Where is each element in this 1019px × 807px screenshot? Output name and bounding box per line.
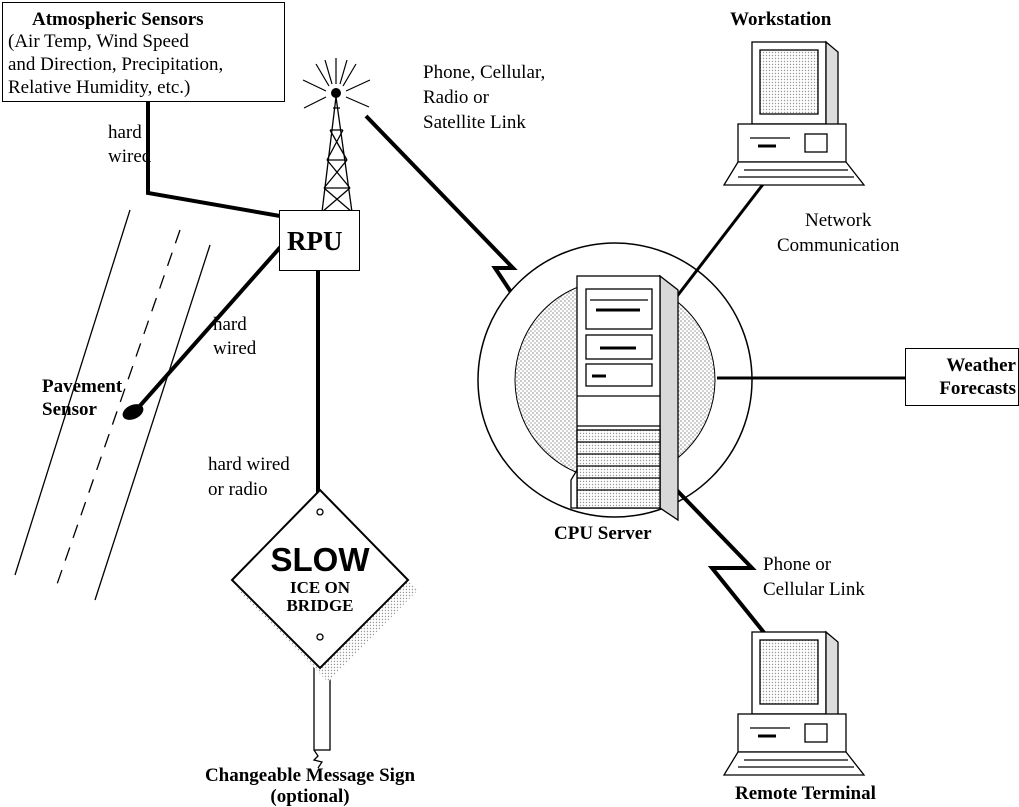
remote-link	[663, 476, 780, 652]
tower-link-label: Phone, Cellular, Radio or Satellite Link	[423, 62, 546, 133]
tower-beacon	[331, 88, 341, 98]
cpu-server-label: CPU Server	[554, 523, 652, 544]
workstation-icon	[722, 40, 866, 186]
sign-caption: Changeable Message Sign (optional)	[204, 765, 416, 807]
weather-forecasts-label: Weather Forecasts	[939, 355, 1016, 399]
atmospheric-sensors-details: (Air Temp, Wind Speed and Direction, Pre…	[8, 31, 224, 98]
road	[14, 209, 211, 601]
atmos-wire-label: hard wired	[108, 122, 152, 167]
remote-terminal-label: Remote Terminal	[735, 783, 876, 804]
sign-bridge-text: BRIDGE	[286, 596, 354, 615]
remote-link-label: Phone or Cellular Link	[763, 554, 865, 600]
sign-slow-text: SLOW	[270, 541, 370, 578]
weather-forecasts-box	[905, 348, 1019, 406]
atmospheric-sensors-title: Atmospheric Sensors	[32, 9, 204, 30]
atmospheric-sensors-box	[2, 2, 285, 102]
pavement-sensor-disc	[122, 404, 144, 420]
rpu-box	[279, 210, 360, 271]
cpu-server-icon	[570, 274, 679, 522]
sign-wire-label: hard wired or radio	[208, 454, 290, 500]
workstation-link	[666, 169, 776, 309]
tower-signal-rays	[302, 58, 371, 109]
sign-diamond	[230, 488, 410, 670]
pavement-sensor-label: Pavement Sensor	[42, 376, 123, 420]
sign-ice-on-text: ICE ON	[290, 578, 350, 597]
atmos-rpu-wire	[146, 100, 281, 218]
sign-bolt-bottom	[316, 633, 324, 641]
rpu-label: RPU	[287, 226, 343, 256]
network-label: Network Communication	[777, 210, 900, 256]
pavement-rpu-wire	[136, 241, 286, 410]
workstation-label: Workstation	[730, 9, 832, 30]
remote-terminal-icon	[722, 630, 866, 776]
pavement-wire-label: hard wired	[213, 314, 257, 359]
radio-tower	[321, 96, 353, 213]
sign-bolt-top	[316, 508, 324, 516]
